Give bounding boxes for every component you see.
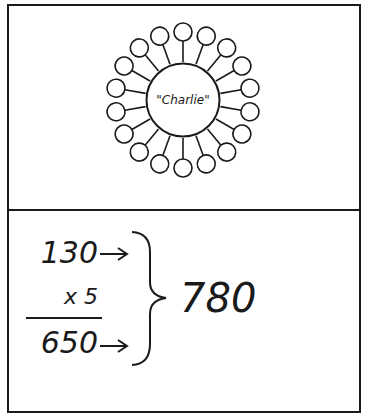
brace [132, 232, 166, 365]
spokes [106, 23, 261, 177]
sum-line [26, 317, 102, 319]
arrows [100, 248, 127, 352]
product: 650 [41, 328, 98, 358]
multiplier: x 5 [64, 286, 98, 308]
name-circle: "Charlie" [145, 62, 221, 138]
frame [8, 5, 360, 412]
result: 780 [180, 278, 256, 318]
divider-line [8, 209, 360, 211]
circle-label: "Charlie" [156, 93, 209, 107]
multiplicand: 130 [41, 238, 98, 268]
